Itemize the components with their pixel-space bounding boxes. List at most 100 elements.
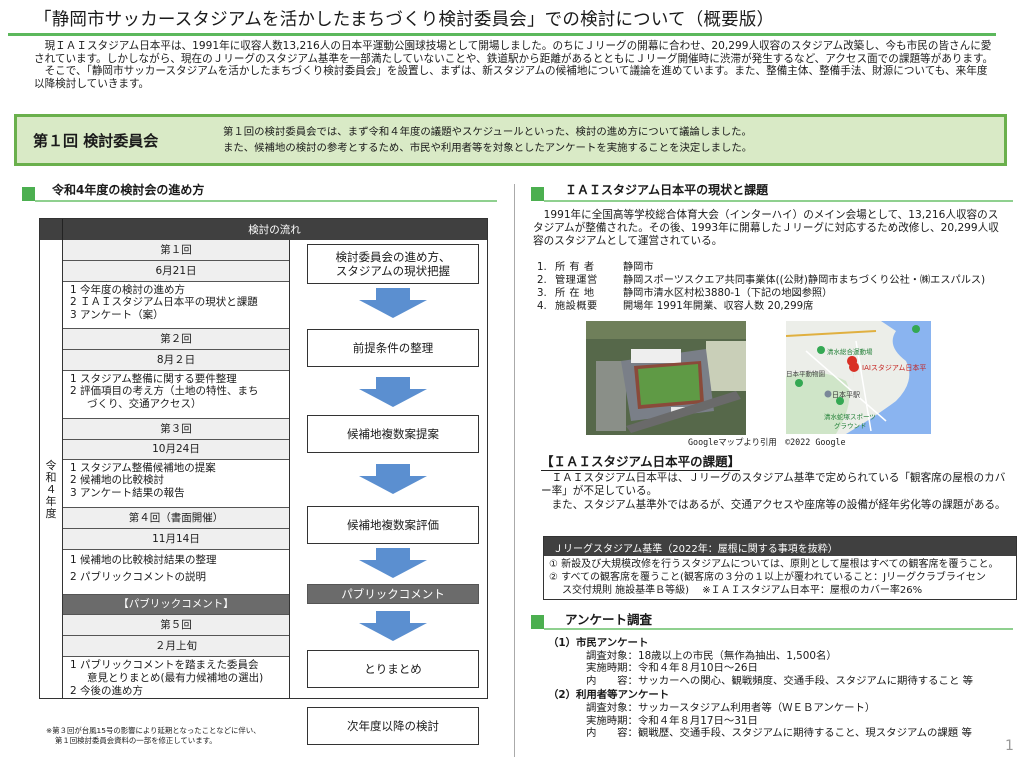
- section-heading-text: ＩＡＩスタジアム日本平の現状と課題: [565, 183, 769, 197]
- meeting-1-agenda: 1 今年度の検討の進め方 2 ＩＡＩスタジアム日本平の現状と課題 3 アンケート…: [63, 282, 289, 329]
- fact-label: 所 在 地: [555, 288, 595, 299]
- agenda-item: 2 今後の進め方: [70, 685, 144, 697]
- section-marker-icon: [22, 187, 35, 201]
- meeting-1-round: 第１回: [63, 240, 289, 261]
- survey-detail: 調査対象：18歳以上の市民（無作為抽出、1,500名）: [586, 649, 837, 662]
- meeting-desc-line-1: 第１回の検討委員会では、まず令和４年度の議題やスケジュールといった、検討の進め方…: [223, 126, 752, 138]
- meeting-4-agenda: 1 候補地の比較検討結果の整理 2 パブリックコメントの説明: [63, 550, 289, 595]
- arrow-down-icon: [359, 548, 427, 578]
- stage-box-summary: とりまとめ: [307, 650, 479, 688]
- intro-paragraph-2: そこで、「静岡市サッカースタジアムを活かしたまちづくり検討委員会」を設置し、まず…: [34, 65, 988, 90]
- map-label-station: 日本平駅: [832, 391, 860, 399]
- issue-paragraph: ＩＡＩスタジアム日本平は、Ｊリーグのスタジアム基準で定められている「観客席の屋根…: [541, 472, 1006, 498]
- column-divider: [514, 184, 515, 757]
- section-heading-status: ＩＡＩスタジアム日本平の現状と課題: [531, 178, 1013, 202]
- fiscal-year-label: 令和４年度: [45, 459, 57, 520]
- survey-list: （1）市民アンケート 調査対象：18歳以上の市民（無作為抽出、1,500名） 実…: [548, 637, 973, 742]
- issues-heading: 【ＩＡＩスタジアム日本平の課題】: [541, 451, 741, 471]
- survey-detail: 調査対象：サッカースタジアム利用者等（ＷＥＢアンケート）: [586, 701, 876, 714]
- stage-box-4: 候補地複数案評価: [307, 506, 479, 544]
- map-credit: Googleマップより引用 ©2022 Google: [688, 437, 846, 447]
- header-divider: [62, 219, 63, 240]
- agenda-item: 1 候補地の比較検討結果の整理: [70, 554, 217, 566]
- meeting-4-round: 第４回（書面開催）: [63, 508, 289, 529]
- arrow-down-icon: [359, 464, 427, 494]
- survey-group-citizens: （1）市民アンケート 調査対象：18歳以上の市民（無作為抽出、1,500名） 実…: [548, 637, 973, 687]
- intro-text: 現ＩＡＩスタジアム日本平は、1991年に収容人数13,216人の日本平運動公園球…: [34, 40, 994, 90]
- standard-box-title: Ｊリーグスタジアム基準（2022年：屋根に関する事項を抜粋）: [544, 537, 1016, 556]
- fact-label: 管理運営: [555, 275, 598, 286]
- standard-line: ス交付規則 施設基準Ｂ等級) ※ＩＡＩスタジアム日本平：屋根のカバー率26%: [562, 585, 923, 596]
- stage-box-next-year: 次年度以降の検討: [307, 707, 479, 745]
- status-paragraph: 1991年に全国高等学校総合体育大会（インターハイ）のメイン会場として、13,2…: [533, 209, 999, 248]
- map-label-zoo: 日本平動物園: [786, 370, 825, 378]
- agenda-item: 2 ＩＡＩスタジアム日本平の現状と課題: [70, 296, 258, 309]
- survey-detail: 内 容：サッカーへの関心、観戦頻度、交通手段、スタジアムに期待すること 等: [586, 674, 974, 687]
- agenda-item: 1 今年度の検討の進め方: [70, 284, 186, 296]
- flow-table-header: 検討の流れ: [40, 219, 487, 240]
- issues-text: ＩＡＩスタジアム日本平は、Ｊリーグのスタジアム基準で定められている「観客席の屋根…: [541, 472, 1011, 512]
- meeting-3-date: 10月24日: [63, 440, 289, 460]
- stage-box-public-comment: パブリックコメント: [307, 584, 479, 604]
- survey-group-users: （2）利用者等アンケート 調査対象：サッカースタジアム利用者等（ＷＥＢアンケート…: [548, 689, 973, 739]
- survey-group-title: （2）利用者等アンケート: [548, 689, 670, 702]
- fact-row: 1.所 有 者静岡市: [537, 261, 985, 274]
- section-heading-schedule: 令和4年度の検討会の進め方: [22, 178, 497, 202]
- meeting-4-date: 11月14日: [63, 529, 289, 550]
- arrow-down-icon: [359, 611, 427, 641]
- public-comment-row: 【パブリックコメント】: [63, 595, 289, 615]
- fact-number: 2.: [537, 275, 547, 286]
- intro-paragraph-1: 現ＩＡＩスタジアム日本平は、1991年に収容人数13,216人の日本平運動公園球…: [34, 40, 994, 65]
- meeting-1-date: 6月21日: [63, 261, 289, 282]
- footnote-line: ※第３回が台風15号の影響により延期となったことなどに伴い、: [46, 726, 261, 735]
- stadium-location-map: IAIスタジアム日本平 日本平駅 清水総合運動場 日本平動物園 清水蛇塚スポーツ…: [786, 321, 931, 434]
- arrow-down-icon: [359, 377, 427, 407]
- meeting-2-agenda: 1 スタジアム整備に関する要件整理 2 評価項目の考え方（土地の特性、まち づく…: [63, 371, 289, 419]
- meeting-3-round: 第３回: [63, 419, 289, 440]
- fact-number: 1.: [537, 262, 547, 273]
- agenda-item: 2 候補地の比較検討: [70, 474, 165, 487]
- meeting-5-agenda: 1 パブリックコメントを踏まえた委員会 意見とりまとめ(最有力候補地の選出) 2…: [63, 657, 289, 698]
- map-label-sports-ground: 清水総合運動場: [827, 348, 873, 356]
- section-rule: [35, 200, 497, 202]
- agenda-item: 2 評価項目の考え方（土地の特性、まち: [70, 385, 259, 398]
- stadium-status-text: 1991年に全国高等学校総合体育大会（インターハイ）のメイン会場として、13,2…: [533, 209, 1003, 249]
- jleague-standard-box: Ｊリーグスタジアム基準（2022年：屋根に関する事項を抜粋） ① 新設及び大規模…: [543, 536, 1017, 600]
- fact-number: 4.: [537, 301, 547, 312]
- section-rule: [544, 628, 1013, 630]
- page-title: 「静岡市サッカースタジアムを活かしたまちづくり検討委員会」での検討について（概要…: [34, 10, 775, 30]
- fact-label: 施設概要: [555, 301, 598, 312]
- fact-value: 静岡スポーツスクエア共同事業体((公財)静岡市まちづくり公社・㈱エスパルス): [623, 275, 986, 286]
- fact-value: 静岡市清水区村松3880-1（下記の地図参照）: [623, 288, 833, 299]
- meeting-2-round: 第２回: [63, 329, 289, 350]
- agenda-item: 1 スタジアム整備候補地の提案: [70, 462, 216, 474]
- fact-row: 4. 施設概要 開場年 1991年開業、収容人数 20,299席: [537, 300, 985, 313]
- survey-detail: 実施時期：令和４年８月17日～31日: [586, 714, 758, 727]
- title-underline: [8, 33, 996, 36]
- agenda-column: 第１回 6月21日 1 今年度の検討の進め方 2 ＩＡＩスタジアム日本平の現状と…: [63, 240, 290, 698]
- fact-row: 2. 管理運営 静岡スポーツスクエア共同事業体((公財)静岡市まちづくり公社・㈱エス…: [537, 274, 985, 287]
- arrow-down-icon: [359, 288, 427, 318]
- agenda-item: 2 パブリックコメントの説明: [70, 571, 207, 583]
- agenda-item: 3 アンケート結果の報告: [70, 486, 185, 499]
- agenda-item: 1 パブリックコメントを踏まえた委員会: [70, 659, 259, 671]
- section-rule: [544, 200, 1013, 202]
- survey-detail: 実施時期：令和４年８月10日～26日: [586, 662, 758, 675]
- fact-value: 静岡市: [623, 262, 654, 273]
- survey-group-title: （1）市民アンケート: [548, 637, 649, 649]
- meeting-desc-line-2: また、候補地の検討の参考とするため、市民や利用者等を対象としたアンケートを実施す…: [223, 142, 753, 154]
- meeting-5-date: ２月上旬: [63, 636, 289, 657]
- agenda-item: 3 アンケート（案）: [70, 308, 164, 321]
- section-heading-text: 令和4年度の検討会の進め方: [52, 183, 205, 197]
- map-label-ground: 清水蛇塚スポーツ: [824, 413, 876, 421]
- standard-line: ② すべての観客席を覆うこと(観客席の３分の１以上が覆われていること：Jリーグク…: [549, 572, 986, 583]
- meeting-label: 第１回 検討委員会: [33, 132, 159, 150]
- agenda-item: 意見とりまとめ(最有力候補地の選出): [87, 672, 264, 684]
- fact-value: 開場年 1991年開業、収容人数 20,299席: [623, 301, 814, 312]
- stage-box-2: 前提条件の整理: [307, 329, 479, 367]
- fact-number: 3.: [537, 288, 547, 299]
- meeting-banner: 第１回 検討委員会 第１回の検討委員会では、まず令和４年度の議題やスケジュールと…: [14, 114, 1007, 166]
- map-label-stadium: IAIスタジアム日本平: [862, 364, 927, 372]
- fiscal-year-column: 令和４年度: [40, 240, 63, 698]
- agenda-item: 1 スタジアム整備に関する要件整理: [70, 373, 237, 385]
